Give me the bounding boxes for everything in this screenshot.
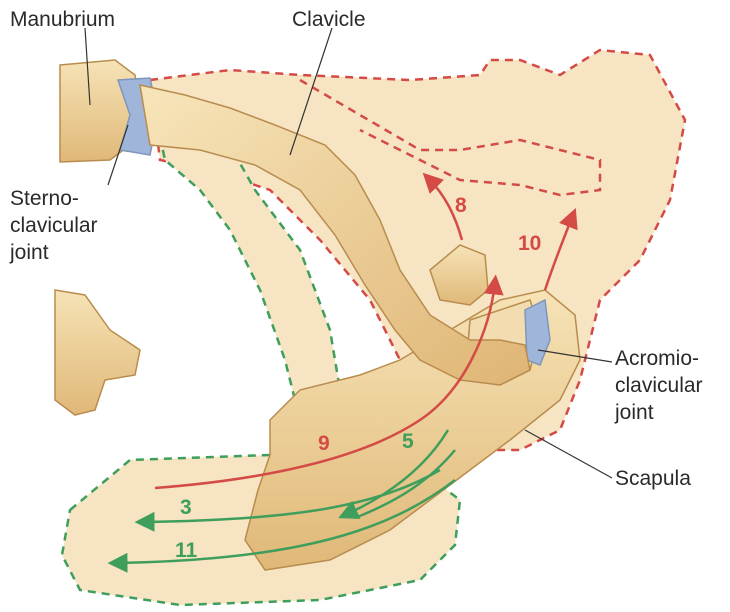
label-manubrium: Manubrium — [10, 8, 115, 31]
movement-number-10: 10 — [518, 232, 541, 255]
movement-number-11: 11 — [175, 539, 198, 562]
label-sternoclavicular-1: Sterno- — [10, 187, 79, 210]
label-scapula: Scapula — [615, 467, 691, 490]
movement-number-9: 9 — [318, 432, 330, 455]
label-clavicle: Clavicle — [292, 8, 366, 31]
leader-scapula — [525, 430, 612, 478]
movement-number-5: 5 — [402, 430, 414, 453]
label-sternoclavicular-2: clavicular — [10, 214, 98, 237]
movement-number-3: 3 — [180, 496, 192, 519]
label-sternoclavicular-3: joint — [9, 241, 49, 264]
label-acromioclavicular-2: clavicular — [615, 374, 703, 397]
movement-number-8: 8 — [455, 194, 467, 217]
label-acromioclavicular-1: Acromio- — [615, 347, 699, 370]
rib-fragment — [55, 290, 140, 415]
label-acromioclavicular-3: joint — [614, 401, 654, 424]
